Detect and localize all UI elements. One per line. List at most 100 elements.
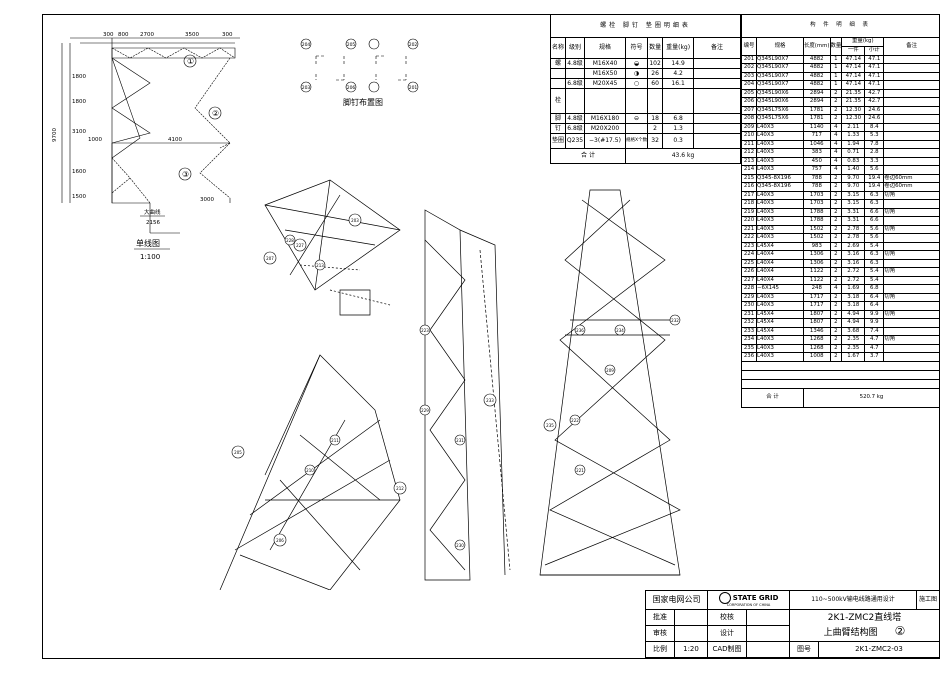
member-cell: 2 <box>829 182 843 192</box>
bolt-cell: 钉 <box>550 123 566 134</box>
col-header: 小计 <box>864 45 885 56</box>
part-label: 209 <box>606 368 614 373</box>
member-cell: 切角 <box>883 224 940 234</box>
member-cell: L40X3 <box>756 190 804 200</box>
member-cell: L40X3 <box>756 131 804 141</box>
part-label: 227 <box>296 243 304 248</box>
member-cell: L40X3 <box>756 216 804 226</box>
bolt-cell <box>693 88 741 114</box>
member-cell: 230 <box>741 301 757 311</box>
member-cell: 1502 <box>803 224 831 234</box>
member-cell: 42.7 <box>864 97 885 107</box>
footnail-title: 脚钉布置图 <box>343 97 383 107</box>
member-cell: L45X4 <box>756 241 804 251</box>
member-cell: 226 <box>741 267 757 277</box>
member-cell: 208 <box>741 114 757 124</box>
member-cell: 2 <box>829 309 843 319</box>
bolt-cell <box>693 133 741 149</box>
member-cell: 219 <box>741 207 757 217</box>
member-cell: 204 <box>741 80 757 90</box>
member-table: 构 件 明 细 表 编号 规格 长度(mm) 数量 重量(kg) 备注 一件 小… <box>741 14 940 408</box>
member-cell: 47.14 <box>841 54 866 64</box>
bolt-cell <box>693 123 741 134</box>
node-label: 206 <box>347 85 356 91</box>
member-cell <box>883 241 940 251</box>
member-cell <box>883 216 940 226</box>
member-cell: L40X3 <box>756 352 804 362</box>
sheet-mark: ② <box>894 623 906 638</box>
col-header: 备注 <box>883 37 940 56</box>
member-cell: 788 <box>803 182 831 192</box>
member-cell: 2.78 <box>841 224 866 234</box>
col-header: 符号 <box>624 37 649 59</box>
bolt-cell: 6.8 <box>662 113 695 124</box>
part-label: 206 <box>276 538 284 543</box>
member-cell: 4882 <box>803 54 831 64</box>
member-cell: 2894 <box>803 97 831 107</box>
member-cell: 2 <box>829 233 843 243</box>
dim-label: 1600 <box>72 169 86 175</box>
member-cell: 1703 <box>803 190 831 200</box>
part-label: 221 <box>576 468 584 473</box>
section-marker: ② <box>212 109 219 118</box>
member-cell: 1 <box>829 80 843 90</box>
member-cell: 12.30 <box>841 114 866 124</box>
member-cell: Q345L90X6 <box>756 97 804 107</box>
member-cell: L40X3 <box>756 165 804 175</box>
member-cell <box>883 343 940 353</box>
member-cell <box>883 301 940 311</box>
member-cell: 6.4 <box>864 301 885 311</box>
member-cell: L40X3 <box>756 199 804 209</box>
member-cell: 220 <box>741 216 757 226</box>
single-line-diagram: 300 800 2700 3500 300 1800 1800 3100 160… <box>52 32 240 261</box>
structure-drawings: 207 203 227 213 228 205 212 206 211 210 … <box>219 179 681 590</box>
col-header: 名称 <box>550 37 566 59</box>
bolt-cell: 1.3 <box>662 123 695 134</box>
dim-label: 3100 <box>72 129 86 135</box>
member-cell: Q345L75X6 <box>756 114 804 124</box>
part-label: 205 <box>234 450 242 455</box>
member-cell: 9.70 <box>841 173 866 183</box>
bolt-cell: 32 <box>647 133 664 149</box>
member-cell: 切角 <box>883 250 940 260</box>
member-cell: 1.69 <box>841 284 866 294</box>
member-cell: 4 <box>829 165 843 175</box>
member-cell <box>883 284 940 294</box>
member-cell: 42.7 <box>864 88 885 98</box>
member-cell: L40X3 <box>756 207 804 217</box>
review-label: 审核 <box>645 625 675 642</box>
member-cell: Q345L90X7 <box>756 71 804 81</box>
member-cell: 47.1 <box>864 54 885 64</box>
member-cell: 1781 <box>803 114 831 124</box>
member-cell: 2 <box>829 318 843 328</box>
part-label: 228 <box>286 238 294 243</box>
member-cell: 5.6 <box>864 233 885 243</box>
member-cell: 4882 <box>803 80 831 90</box>
member-cell: Q345L90X7 <box>756 80 804 90</box>
dim-label: 2700 <box>140 32 154 38</box>
member-cell <box>883 258 940 268</box>
member-cell: 224 <box>741 250 757 260</box>
part-label: 232 <box>671 318 679 323</box>
member-cell: 6.3 <box>864 190 885 200</box>
member-cell: 234 <box>741 335 757 345</box>
bolt-cell: ◒ <box>624 58 649 69</box>
member-cell: 248 <box>803 284 831 294</box>
member-cell: 209 <box>741 122 757 132</box>
member-cell: 3.31 <box>841 216 866 226</box>
bolt-cell: 2 <box>647 123 664 134</box>
design-label: 设计 <box>707 625 747 642</box>
bolt-cell <box>565 68 585 79</box>
member-cell: 5.3 <box>864 131 885 141</box>
member-cell: 47.1 <box>864 63 885 73</box>
member-total-label: 合 计 <box>741 387 804 408</box>
dim-label: 300 <box>103 32 114 38</box>
member-cell: 0.83 <box>841 156 866 166</box>
